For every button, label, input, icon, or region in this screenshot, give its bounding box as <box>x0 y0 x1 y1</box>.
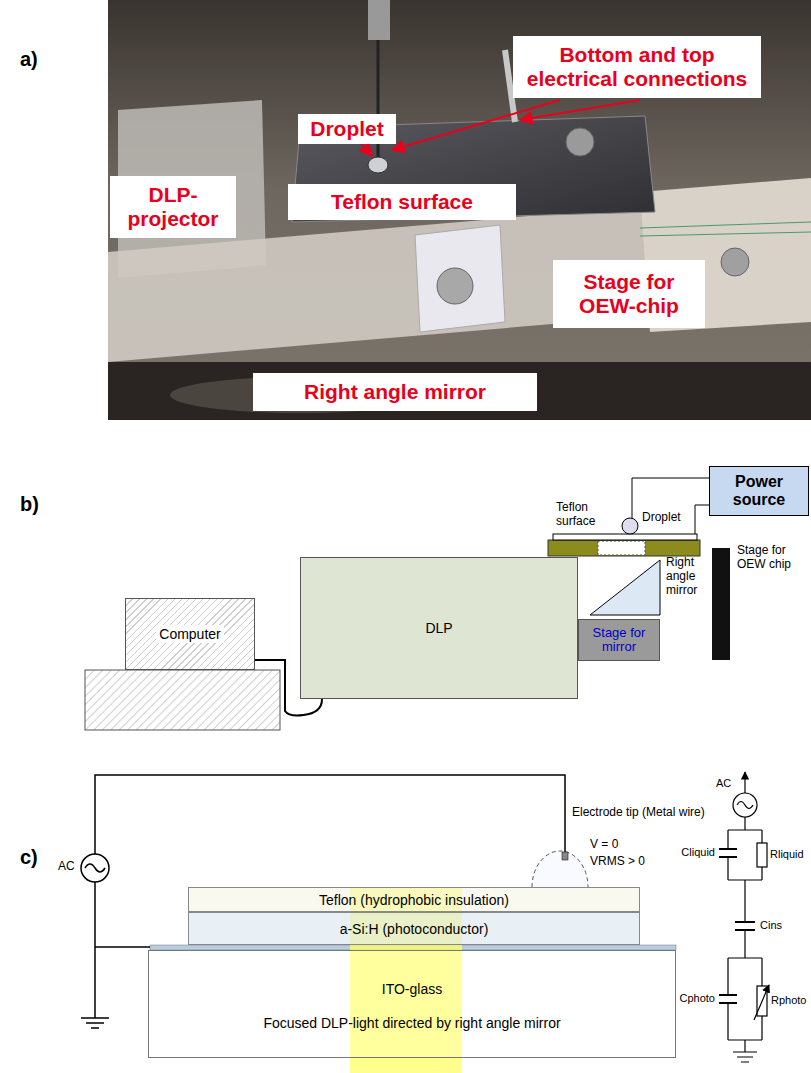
panel-letter: a) <box>20 48 38 71</box>
right-angle-mirror <box>590 560 660 615</box>
node-text: Computer <box>156 625 223 643</box>
node-text: Focused DLP-light directed by right angl… <box>263 1015 560 1031</box>
computer-box: Computer <box>125 598 255 670</box>
wire <box>695 505 709 534</box>
ac-wave <box>737 802 753 809</box>
component-label: Cins <box>760 919 782 932</box>
wire <box>640 232 811 236</box>
glass-substrate: ITO-glassFocused DLP-light directed by r… <box>148 950 676 1058</box>
node-text: Stage for mirror <box>581 626 657 655</box>
droplet-outline <box>532 851 588 887</box>
panel-letter: c) <box>20 846 38 869</box>
droplet <box>622 518 638 534</box>
voltage-label: V = 0 <box>590 838 618 852</box>
projector-box: DLP <box>300 557 578 699</box>
variable-arrow <box>754 985 769 1020</box>
mirror-stage-box: Stage for mirror <box>578 619 660 661</box>
node-text: Droplet <box>310 117 384 141</box>
source-label: AC <box>58 860 75 874</box>
schematic <box>85 478 730 730</box>
resistor-symbol <box>757 843 767 867</box>
photo-label: Stage for OEW-chip <box>553 260 705 328</box>
wire <box>640 222 811 228</box>
node-text: DLP-projector <box>116 183 230 231</box>
node-text: Bottom and top electrical connections <box>519 43 755 91</box>
ac-source <box>733 793 757 817</box>
screw <box>437 268 473 304</box>
oew-chip <box>548 540 700 556</box>
teflon-layer <box>553 534 697 540</box>
voltage-label: VRMS > 0 <box>590 855 645 869</box>
dark-base <box>108 362 811 420</box>
computer-base <box>85 670 280 730</box>
screw <box>721 248 749 276</box>
component-label: Rphoto <box>771 994 806 1007</box>
node-text: Stage for OEW-chip <box>559 270 699 318</box>
photo-label: Bottom and top electrical connections <box>513 36 761 98</box>
power-source-box: Power source <box>709 466 809 516</box>
screw <box>566 128 594 156</box>
ground-symbol <box>733 1052 757 1062</box>
droplet <box>368 157 388 173</box>
node-text: Teflon (hydrophobic insulation) <box>319 892 509 908</box>
part-label: Stage for OEW chip <box>737 544 809 572</box>
component-label: Cliquid <box>681 846 715 859</box>
capacitor-symbol <box>719 849 737 857</box>
component-label: Cphoto <box>680 992 715 1005</box>
source-label: AC <box>716 777 731 790</box>
wire <box>95 946 150 948</box>
wire <box>95 775 565 854</box>
wire <box>94 882 96 1018</box>
teflon-layer: Teflon (hydrophobic insulation) <box>188 887 640 912</box>
photoconductor-layer: a-Si:H (photoconductor) <box>188 912 640 945</box>
photo <box>108 0 811 420</box>
component-label: Rliquid <box>770 848 804 861</box>
node-text: Right angle mirror <box>304 380 486 404</box>
panel-letter: b) <box>20 493 39 516</box>
ac-source <box>81 854 109 882</box>
node-text: DLP <box>425 620 452 636</box>
part-label: Electrode tip (Metal wire) <box>572 806 705 820</box>
light-window <box>598 541 645 555</box>
photo-label: DLP-projector <box>110 176 236 238</box>
part-label: Teflon surface <box>556 501 606 529</box>
ground-symbol <box>81 1018 109 1028</box>
leader-arrow <box>520 100 640 120</box>
photo-label: Teflon surface <box>288 184 516 220</box>
wire <box>744 880 745 958</box>
part-label: Droplet <box>642 511 681 525</box>
capacitor-symbol <box>735 922 755 930</box>
ac-wave <box>85 864 105 872</box>
chip-stage-post <box>712 548 730 660</box>
photo-label: Right angle mirror <box>253 373 537 411</box>
electrode-tip <box>562 852 568 860</box>
electrode-holder <box>368 0 390 40</box>
node-text: Power source <box>714 473 804 510</box>
wire <box>744 772 745 793</box>
photo-label: Droplet <box>298 114 396 144</box>
cross-section <box>81 775 676 1073</box>
node-text: a-Si:H (photoconductor) <box>340 921 489 937</box>
part-label: Right angle mirror <box>666 556 710 597</box>
leader-arrow <box>392 100 560 150</box>
prism <box>415 225 505 332</box>
node-text: Teflon surface <box>331 190 473 214</box>
capacitor-symbol <box>719 995 737 1003</box>
equivalent-circuit <box>719 772 769 1062</box>
photo-ground <box>108 0 811 420</box>
node-text: ITO-glass <box>382 981 442 997</box>
